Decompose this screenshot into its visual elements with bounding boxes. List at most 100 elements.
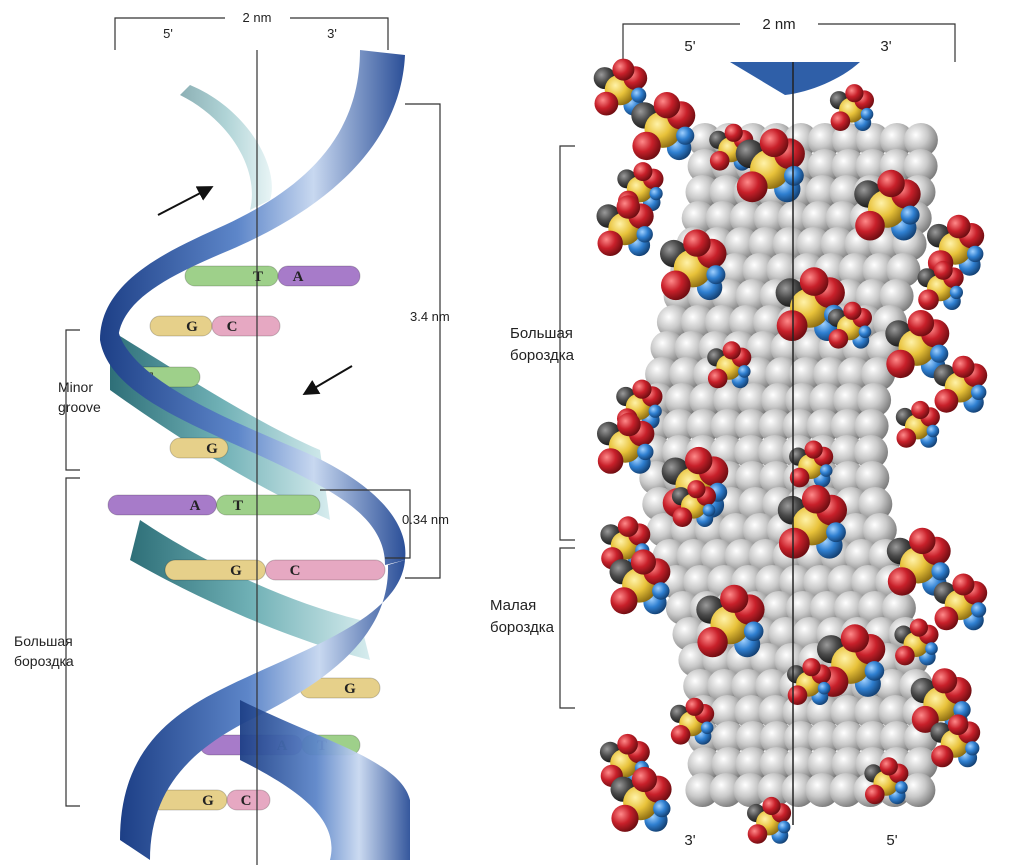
oxygen-atom bbox=[802, 658, 820, 676]
oxygen-atom bbox=[708, 369, 728, 389]
oxygen-atom bbox=[760, 129, 789, 158]
oxygen-atom bbox=[631, 549, 656, 574]
base-label: G bbox=[186, 319, 198, 335]
minor-groove-bracket: Minor groove bbox=[58, 330, 101, 470]
ribbon-model-diagram: 2 nm 5' 3' TAGCTGATGCGATGC 3.4 nm 0.34 n… bbox=[0, 0, 490, 865]
nitrogen-atom bbox=[820, 464, 833, 477]
base-label: C bbox=[241, 793, 252, 809]
major-groove-bracket: Большая бороздка bbox=[14, 478, 80, 806]
strand-direction-arrow-up bbox=[306, 366, 352, 393]
sf-width-label: 2 nm bbox=[762, 16, 795, 33]
oxygen-atom bbox=[886, 350, 914, 378]
oxygen-atom bbox=[617, 195, 641, 219]
oxygen-atom bbox=[829, 329, 849, 349]
base-A-bar bbox=[278, 266, 360, 286]
oxygen-atom bbox=[654, 92, 680, 118]
sf-major-groove-label-line2: бороздка bbox=[510, 347, 575, 364]
oxygen-atom bbox=[598, 448, 624, 474]
sf-minor-groove-label-line1: Малая bbox=[490, 597, 536, 614]
nitrogen-atom bbox=[744, 622, 764, 642]
nitrogen-atom bbox=[865, 661, 885, 681]
nitrogen-atom bbox=[925, 642, 938, 655]
pitch-label: 3.4 nm bbox=[410, 309, 450, 324]
oxygen-atom bbox=[908, 310, 934, 336]
oxygen-atom bbox=[855, 211, 885, 241]
oxygen-atom bbox=[685, 447, 712, 474]
nitrogen-atom bbox=[818, 682, 831, 695]
nitrogen-atom bbox=[901, 206, 920, 225]
strand-5-prime-label: 5' bbox=[163, 26, 173, 41]
oxygen-atom bbox=[723, 341, 741, 359]
oxygen-atom bbox=[762, 797, 780, 815]
strand-3-prime-label: 3' bbox=[327, 26, 337, 41]
nitrogen-atom bbox=[676, 127, 694, 145]
oxygen-atom bbox=[932, 668, 957, 693]
base-G-bar bbox=[165, 560, 266, 580]
oxygen-atom bbox=[831, 111, 851, 131]
oxygen-atom bbox=[617, 734, 638, 755]
base-label: T bbox=[253, 269, 263, 285]
oxygen-atom bbox=[632, 767, 657, 792]
oxygen-atom bbox=[918, 289, 939, 310]
oxygen-atom bbox=[595, 92, 619, 116]
oxygen-atom bbox=[710, 151, 730, 171]
oxygen-atom bbox=[895, 646, 915, 666]
width-bracket: 2 nm 5' 3' bbox=[115, 10, 388, 50]
nitrogen-atom bbox=[971, 602, 986, 617]
minor-groove-label-line2: groove bbox=[58, 399, 101, 415]
oxygen-atom bbox=[877, 170, 904, 197]
oxygen-atom bbox=[673, 507, 693, 527]
nitrogen-atom bbox=[930, 345, 948, 363]
oxygen-atom bbox=[725, 124, 743, 142]
oxygen-atom bbox=[611, 805, 638, 832]
nitrogen-atom bbox=[895, 781, 908, 794]
oxygen-atom bbox=[935, 389, 959, 413]
nitrogen-atom bbox=[784, 166, 804, 186]
oxygen-atom bbox=[845, 84, 863, 102]
oxygen-atom bbox=[671, 725, 691, 745]
oxygen-atom bbox=[661, 271, 691, 301]
oxygen-atom bbox=[952, 356, 974, 378]
nitrogen-atom bbox=[826, 522, 846, 542]
oxygen-atom bbox=[632, 132, 660, 160]
oxygen-atom bbox=[611, 587, 638, 614]
base-T-bar bbox=[185, 266, 278, 286]
oxygen-atom bbox=[788, 685, 808, 705]
oxygen-atom bbox=[598, 231, 623, 256]
oxygen-atom bbox=[865, 785, 885, 805]
base-label: G bbox=[206, 441, 218, 457]
oxygen-atom bbox=[934, 261, 953, 280]
sf-top-3-prime-label: 3' bbox=[880, 38, 891, 55]
oxygen-atom bbox=[910, 619, 928, 637]
base-label: A bbox=[190, 498, 201, 514]
major-groove-label-line2: бороздка bbox=[14, 653, 74, 669]
nitrogen-atom bbox=[701, 722, 714, 735]
nitrogen-atom bbox=[931, 562, 949, 580]
oxygen-atom bbox=[911, 401, 929, 419]
oxygen-atom bbox=[687, 480, 705, 498]
oxygen-atom bbox=[777, 310, 808, 341]
nitrogen-atom bbox=[703, 504, 716, 517]
nitrogen-atom bbox=[778, 821, 791, 834]
base-G-bar bbox=[170, 438, 228, 458]
pitch-bracket: 3.4 nm bbox=[405, 104, 450, 578]
oxygen-atom bbox=[897, 428, 917, 448]
nitrogen-atom bbox=[631, 88, 646, 103]
nitrogen-atom bbox=[971, 385, 986, 400]
sf-minor-groove-label-line2: бороздка bbox=[490, 619, 555, 636]
oxygen-atom bbox=[632, 380, 651, 399]
base-label: C bbox=[290, 563, 301, 579]
oxygen-atom bbox=[802, 485, 831, 514]
oxygen-atom bbox=[888, 567, 916, 595]
nitrogen-atom bbox=[965, 741, 979, 755]
width-label: 2 nm bbox=[243, 10, 272, 25]
sf-bottom-3-prime-label: 3' bbox=[684, 832, 695, 849]
atom-spheres bbox=[594, 59, 988, 844]
oxygen-atom bbox=[880, 757, 898, 775]
oxygen-atom bbox=[720, 585, 748, 613]
strand-direction-arrow-down bbox=[158, 188, 210, 215]
base-label: T bbox=[233, 498, 243, 514]
sf-bottom-5-prime-label: 5' bbox=[886, 832, 897, 849]
nitrogen-atom bbox=[738, 365, 751, 378]
nitrogen-atom bbox=[927, 425, 940, 438]
